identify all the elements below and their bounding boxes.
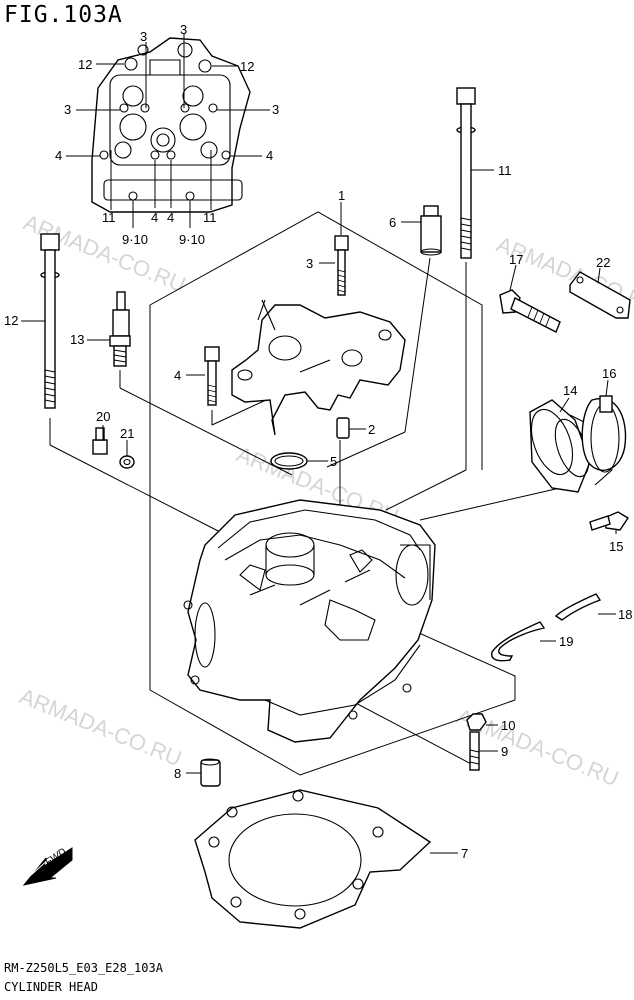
dowel-8 [200, 758, 221, 787]
callout-7: 7 [461, 846, 468, 861]
callout-11: 11 [498, 163, 512, 178]
callout-3: 3 [306, 256, 313, 271]
bolt-11 [456, 87, 476, 259]
bracket-22 [569, 271, 631, 319]
bolt-4 [204, 346, 220, 406]
bolt-15 [589, 511, 629, 531]
callout-16: 16 [602, 366, 616, 381]
callout-14: 14 [563, 383, 577, 398]
callout-1: 1 [338, 188, 345, 203]
callout-19: 19 [559, 634, 573, 649]
callout-10: 10 [501, 718, 515, 733]
callout-11: 11 [203, 210, 217, 225]
o-ring-5 [270, 452, 308, 470]
fwd-arrow: FWD [22, 844, 73, 886]
callout-8: 8 [174, 766, 181, 781]
spark-plug-13 [109, 291, 131, 367]
dowel-2 [336, 417, 350, 439]
callout-4: 4 [167, 210, 174, 225]
camshaft-holder [231, 299, 406, 436]
callout-4: 4 [55, 148, 62, 163]
callout-22: 22 [596, 255, 610, 270]
callout-17: 17 [509, 252, 523, 267]
callout-9: 9 [501, 744, 508, 759]
callout-labels: 12 12 3 3 3 3 4 4 11 4 4 11 9·10 9·10 1 … [4, 22, 632, 861]
clamp-16 [581, 395, 627, 473]
stud-9 [469, 731, 480, 771]
cylinder-head [183, 499, 436, 743]
clip-19 [491, 621, 546, 662]
callout-2: 2 [368, 422, 375, 437]
gasket-7 [194, 789, 432, 929]
callout-15: 15 [609, 539, 623, 554]
callout-12: 12 [4, 313, 18, 328]
bolt-17 [499, 289, 561, 333]
callout-3: 3 [64, 102, 71, 117]
callout-21: 21 [120, 426, 134, 441]
callout-3: 3 [140, 29, 147, 44]
callout-20: 20 [96, 409, 110, 424]
footer-name: CYLINDER HEAD [4, 980, 98, 994]
callout-12: 12 [78, 57, 92, 72]
callout-4: 4 [266, 148, 273, 163]
guide-6 [420, 205, 442, 256]
washer-21 [119, 455, 135, 469]
bolt-3 [334, 235, 349, 296]
plug-20 [92, 427, 108, 455]
callout-4: 4 [151, 210, 158, 225]
figure-title: FIG.103A [4, 2, 123, 28]
clip-18 [554, 593, 602, 621]
explode-frame-lines [49, 211, 561, 776]
callout-5: 5 [330, 454, 337, 469]
callout-3: 3 [272, 102, 279, 117]
watermark-text: ARMADA-CO.RU [16, 683, 185, 771]
callout-13: 13 [70, 332, 84, 347]
inset-leader-lines [66, 33, 270, 228]
footer-code: RM-Z250L5_E03_E28_103A [4, 961, 163, 975]
callout-4: 4 [174, 368, 181, 383]
nut-10 [466, 713, 487, 731]
callout-9-10: 9·10 [179, 232, 205, 247]
leader-lines [21, 169, 617, 854]
callout-12: 12 [240, 59, 254, 74]
callout-3: 3 [180, 22, 187, 37]
callout-6: 6 [389, 215, 396, 230]
callout-18: 18 [618, 607, 632, 622]
bolt-12 [40, 233, 60, 409]
callout-9-10: 9·10 [122, 232, 148, 247]
callout-11: 11 [102, 210, 116, 225]
